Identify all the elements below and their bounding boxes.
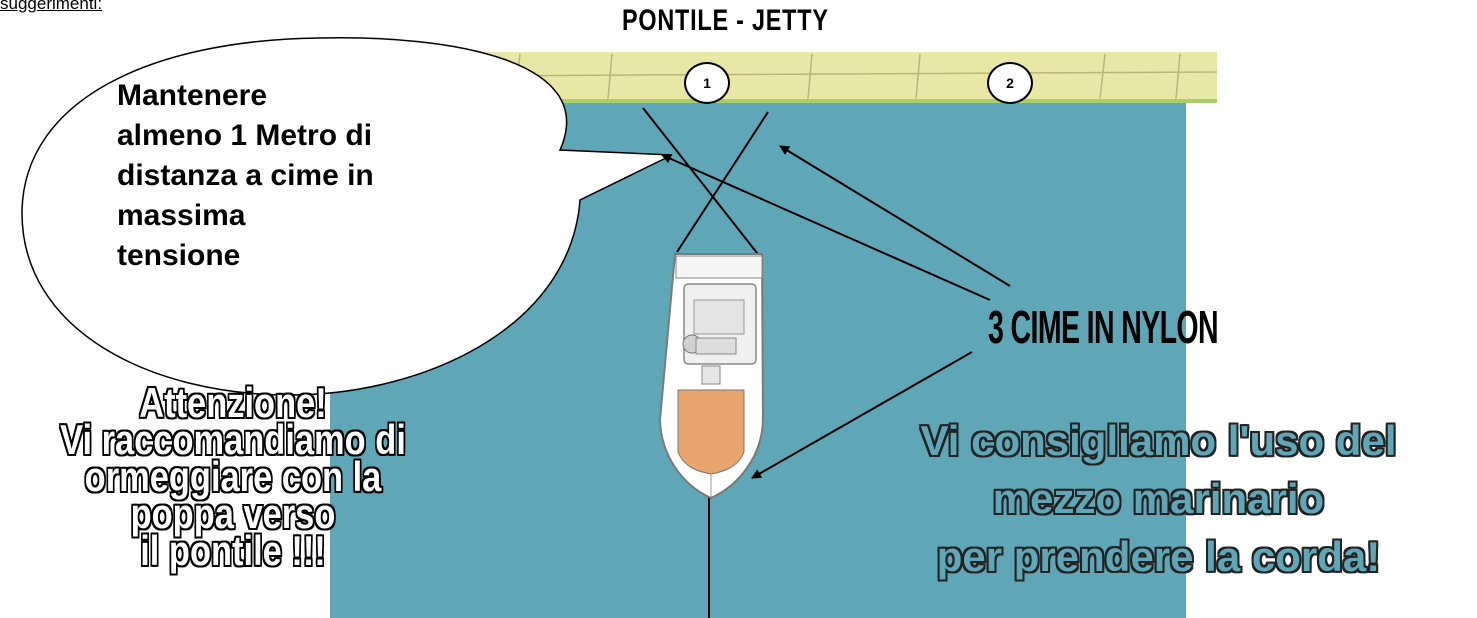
advice-line: Vi consigliamo l'uso del <box>920 417 1397 464</box>
attention-line: ormeggiare con la <box>84 453 382 500</box>
jetty-deck <box>455 52 1217 102</box>
arrow-to-rope-right <box>779 145 1011 287</box>
arrow-to-rope-left <box>661 154 991 301</box>
suggestions-link[interactable]: suggerimenti: <box>0 0 103 13</box>
bubble-line: tensione <box>117 239 241 272</box>
jetty-planks <box>454 53 1218 100</box>
arrow-to-stern <box>751 351 973 479</box>
bubble-line: Mantenere <box>117 79 268 112</box>
attention-line: poppa verso <box>130 490 336 537</box>
advice-line: mezzo marinario <box>992 475 1325 522</box>
attention-line: Attenzione! <box>139 379 327 426</box>
speech-bubble <box>21 37 673 396</box>
attention-line: Vi raccomandiamo di <box>60 416 406 463</box>
jetty-title: PONTILE - JETTY <box>622 4 829 37</box>
bubble-text: Mantenere almeno 1 Metro di distanza a c… <box>117 76 497 276</box>
attention-line: il pontile !!! <box>140 527 326 574</box>
boat <box>658 253 765 500</box>
jetty-edge <box>455 99 1217 103</box>
ropes-label: 3 CIME IN NYLON <box>988 301 1219 353</box>
advice-line: per prendere la corda! <box>936 533 1381 580</box>
berth-marker-1: 1 <box>684 62 730 104</box>
attention-notice: Attenzione! Vi raccomandiamo di ormeggia… <box>49 379 418 574</box>
advice-notice: Vi consigliamo l'uso del mezzo marinario… <box>840 412 1477 586</box>
bubble-line: almeno 1 Metro di <box>117 119 373 152</box>
bubble-line: massima <box>117 199 246 232</box>
boat-deck <box>677 389 745 475</box>
berth-marker-2: 2 <box>987 62 1033 104</box>
bubble-line: distanza a cime in <box>117 159 374 192</box>
pointer-arrows <box>661 145 1011 479</box>
